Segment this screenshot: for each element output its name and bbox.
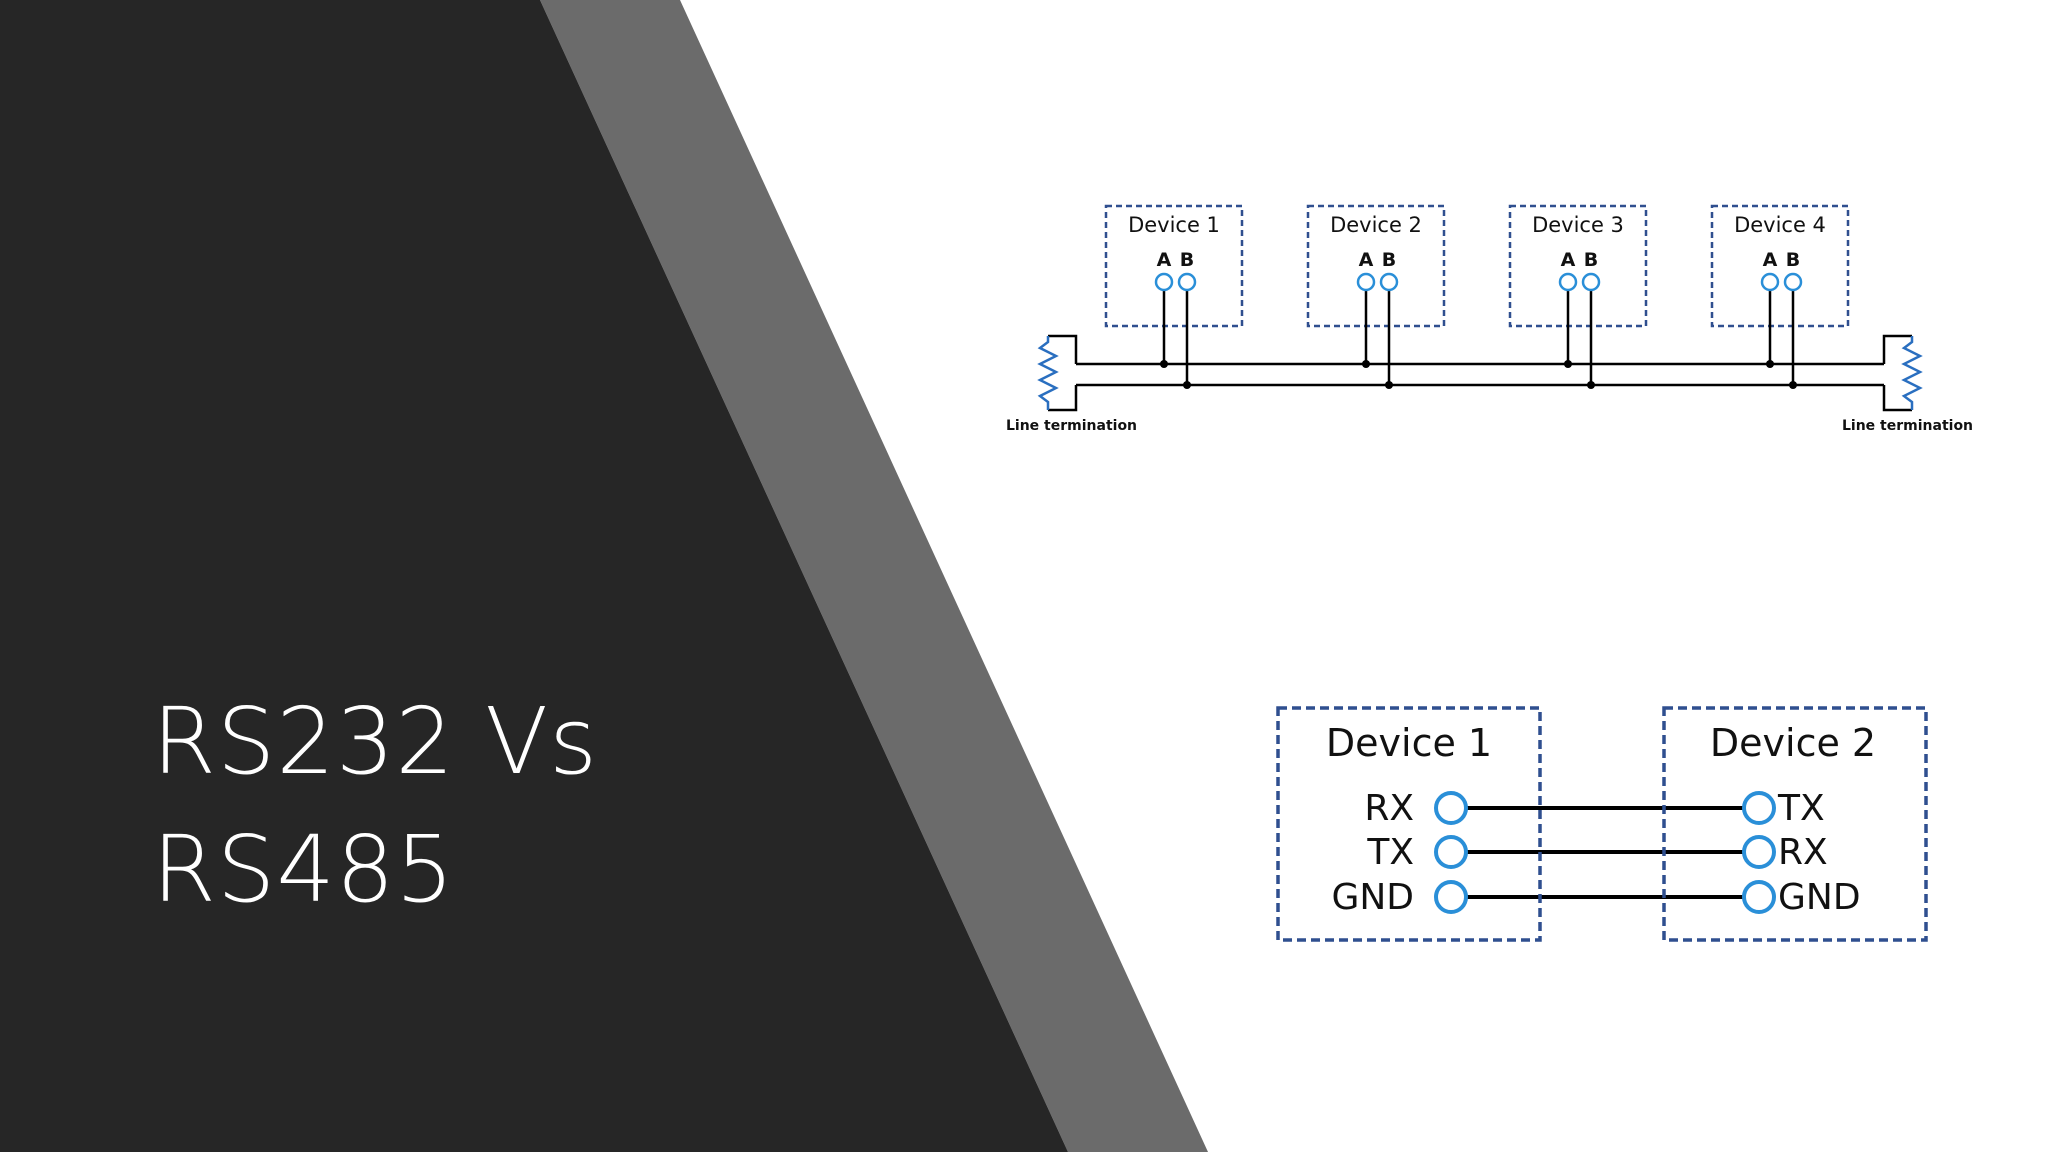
device-label: Device 2 (1330, 213, 1422, 237)
pin-a-label: A (1763, 249, 1778, 271)
pin-a-label: A (1157, 249, 1172, 271)
bus-wires (1048, 282, 1912, 412)
pin-a-label: A (1561, 249, 1576, 271)
device-box (1276, 706, 1542, 942)
pin-label-rx: RX (1778, 832, 1828, 873)
rs485-terminals (1154, 272, 1803, 292)
device-box (1306, 204, 1446, 328)
pin-b-label: B (1584, 249, 1598, 271)
right-termination-resistor (1901, 336, 1923, 410)
pin-label-gnd: GND (1778, 877, 1861, 918)
pin-label-tx: TX (1777, 788, 1825, 829)
rs232-terminals (1434, 791, 1776, 914)
device-box (1662, 706, 1928, 942)
pin-label-tx: TX (1366, 832, 1414, 873)
rs485-device-1: Device 1 A B (1104, 204, 1244, 328)
title-line-2: RS485 (152, 816, 455, 923)
device-label: Device 2 (1710, 721, 1876, 765)
pin-b-label: B (1180, 249, 1194, 271)
device-label: Device 1 (1326, 721, 1492, 765)
pin-b-label: B (1382, 249, 1396, 271)
device-box (1508, 204, 1648, 328)
right-termination-label: Line termination (1842, 418, 1973, 434)
pin-b-label: B (1786, 249, 1800, 271)
junction-dots (1160, 360, 1797, 389)
grey-diagonal-stripe (540, 0, 1208, 1152)
left-term-bottom (1048, 385, 1078, 412)
dark-left-panel (0, 0, 1068, 1152)
device-box (1104, 204, 1244, 328)
left-term-top (1048, 334, 1078, 364)
rs485-device-2: Device 2 A B (1306, 204, 1446, 328)
pin-label-gnd: GND (1331, 877, 1414, 918)
left-termination-label: Line termination (1006, 418, 1137, 434)
pin-label-rx: RX (1364, 788, 1414, 829)
device-label: Device 4 (1734, 213, 1826, 237)
rs232-wires (1467, 806, 1743, 899)
device-label: Device 3 (1532, 213, 1624, 237)
device-box (1710, 204, 1850, 328)
device-label: Device 1 (1128, 213, 1220, 237)
right-term-top (1882, 334, 1912, 364)
right-term-bottom (1882, 385, 1912, 412)
rs485-device-4: Device 4 A B (1710, 204, 1850, 328)
rs232-device-2: Device 2 TX RX GND (1662, 706, 1928, 942)
rs232-device-1: Device 1 RX TX GND (1276, 706, 1542, 942)
left-termination-resistor (1037, 336, 1059, 410)
pin-a-label: A (1359, 249, 1374, 271)
slide-title: RS232 Vs RS485 (152, 678, 598, 934)
title-line-1: RS232 Vs (152, 688, 599, 795)
rs485-device-3: Device 3 A B (1508, 204, 1648, 328)
